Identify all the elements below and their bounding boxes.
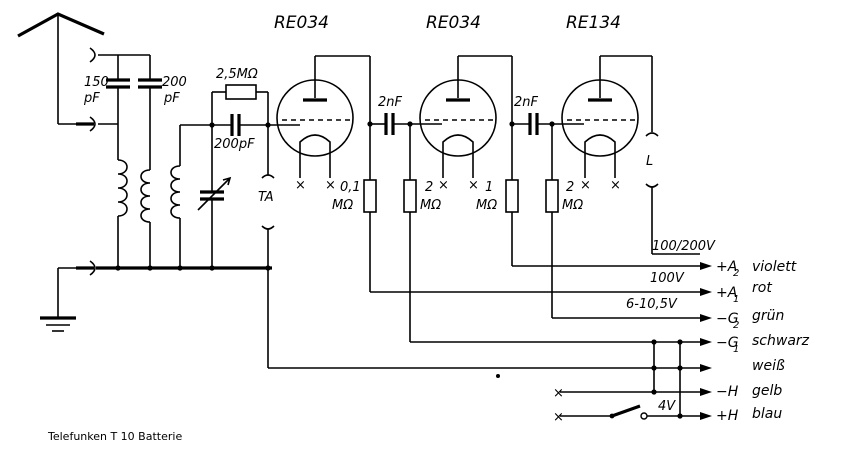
coil-cap-value: 200 [162, 75, 187, 90]
terminal-h-plus-color: blau [752, 406, 782, 422]
r2-unit: MΩ [420, 198, 441, 213]
svg-text:×: × [468, 178, 479, 193]
grid-resistor-2 [545, 124, 700, 319]
svg-text:+H: +H [716, 408, 739, 424]
tube-2: × × [419, 55, 513, 193]
coupling-1-label: 2nF [378, 95, 403, 110]
grid-capacitor [212, 114, 300, 136]
heater-wiring: × × [553, 342, 700, 425]
svg-text:1: 1 [733, 294, 739, 305]
terminal-g1: −G 1 schwarz [700, 333, 810, 355]
r1-unit: MΩ [332, 198, 353, 213]
coupling-capacitor-2 [512, 113, 584, 135]
coupling-capacitor-200pf [118, 54, 162, 170]
r3-value: 1 [485, 180, 493, 195]
svg-text:×: × [580, 178, 591, 193]
terminal-common-color: weiß [752, 358, 785, 374]
tuning-coil [140, 124, 212, 268]
coupling-2-label: 2nF [514, 95, 539, 110]
grid-cap-label: 200pF [214, 137, 255, 152]
pickup-socket [261, 125, 275, 268]
voltage-g2: 6-10,5V [626, 297, 678, 312]
svg-text:2: 2 [733, 320, 739, 331]
svg-text:1: 1 [733, 344, 739, 355]
ground-rail [40, 260, 272, 332]
terminal-a2: +A 2 violett [700, 259, 797, 279]
svg-text:×: × [553, 410, 564, 425]
antenna-cap-unit: pF [83, 91, 100, 106]
tube-3: × × [561, 55, 653, 193]
r1-value: 0,1 [340, 180, 361, 195]
coil-cap-unit: pF [163, 91, 180, 106]
svg-text:−G: −G [716, 335, 739, 351]
voltage-a2: 100/200V [652, 239, 716, 254]
speaker-socket [645, 132, 700, 255]
antenna-symbol [17, 12, 105, 124]
terminal-g1-color: schwarz [752, 333, 810, 349]
diagram-caption: Telefunken T 10 Batterie [47, 430, 182, 443]
svg-text:×: × [325, 178, 336, 193]
pickup-label: TA [258, 190, 274, 205]
svg-text:+A: +A [716, 285, 737, 301]
svg-text:×: × [438, 178, 449, 193]
svg-text:×: × [553, 386, 564, 401]
antenna-capacitor [106, 55, 130, 160]
svg-text:2: 2 [733, 268, 739, 279]
terminal-a1: +A 1 rot [700, 280, 772, 305]
antenna-cap-value: 150 [84, 75, 109, 90]
terminal-a1-color: rot [752, 280, 772, 296]
svg-text:×: × [610, 178, 621, 193]
r3-unit: MΩ [476, 198, 497, 213]
r2-value: 2 [425, 180, 433, 195]
terminal-a2-color: violett [752, 259, 797, 275]
svg-text:−H: −H [716, 384, 739, 400]
plate-resistor-1 [363, 179, 700, 293]
r4-unit: MΩ [562, 198, 583, 213]
tube-3-label: RE134 [566, 13, 621, 33]
switch-voltage: 4V [658, 399, 676, 414]
variable-capacitor [197, 92, 232, 268]
tube-1: × × [276, 55, 371, 193]
terminal-g2-color: grün [752, 308, 784, 324]
grid-leak-resistor [212, 84, 269, 125]
tube-2-label: RE034 [426, 13, 481, 33]
terminal-h-minus-color: gelb [752, 383, 782, 399]
grid-leak-label: 2,5MΩ [216, 67, 258, 82]
antenna-socket [76, 47, 96, 132]
coupling-capacitor-1 [370, 113, 442, 135]
svg-text:×: × [295, 178, 306, 193]
antenna-coil [117, 159, 128, 268]
terminal-common: weiß [700, 358, 785, 374]
svg-text:+A: +A [716, 259, 737, 275]
speaker-label: L [646, 154, 653, 169]
terminal-h-plus: +H blau [700, 406, 782, 424]
r4-value: 2 [566, 180, 574, 195]
terminal-g2: −G 2 grün [700, 308, 784, 331]
tube-1-label: RE034 [274, 13, 329, 33]
terminal-h-minus: −H gelb [700, 383, 782, 400]
battery-terminals: +A 2 violett +A 1 rot −G 2 grün −G 1 sch… [700, 259, 810, 424]
plate-resistor-2 [505, 179, 700, 267]
svg-text:−G: −G [716, 311, 739, 327]
voltage-a1: 100V [650, 271, 685, 286]
